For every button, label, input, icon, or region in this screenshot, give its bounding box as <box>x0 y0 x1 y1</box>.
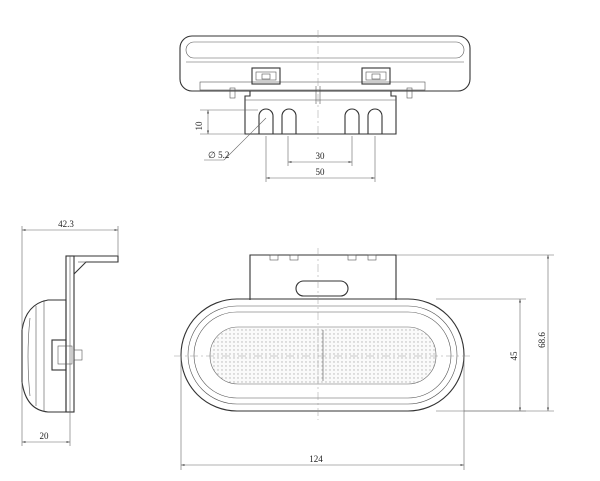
dim-overall-height-68-6: 68.6 <box>537 332 547 348</box>
side-view-bracket-arm <box>73 255 119 275</box>
dim-thickness-20: 20 <box>40 431 50 441</box>
front-view-bracket-slot <box>295 280 349 297</box>
side-view-connector <box>51 339 67 371</box>
top-view-clip-left <box>251 67 281 85</box>
side-view: 42.3 20 <box>21 219 119 446</box>
dim-height-10: 10 <box>194 121 204 131</box>
front-view-housing-ring <box>187 305 458 405</box>
top-view-slot-holes <box>258 108 383 134</box>
dim-bracket-width-50: 50 <box>316 167 326 177</box>
top-view-housing-outer <box>179 35 471 92</box>
top-view-bracket <box>244 91 397 135</box>
dim-hole-spacing-30: 30 <box>316 151 326 161</box>
top-view: 10 ∅ 5.2 30 50 <box>179 30 471 182</box>
front-view-bracket <box>249 254 397 300</box>
dim-hole-diameter: ∅ 5.2 <box>208 150 229 160</box>
dim-overall-width-124: 124 <box>309 454 323 464</box>
dim-depth-42-3: 42.3 <box>58 219 74 229</box>
front-view: 124 45 68.6 <box>174 248 554 470</box>
top-view-housing-inner <box>185 41 465 59</box>
dim-lens-height-45: 45 <box>509 351 519 361</box>
front-view-housing-outer <box>180 298 465 412</box>
top-view-clip-right <box>361 67 391 85</box>
